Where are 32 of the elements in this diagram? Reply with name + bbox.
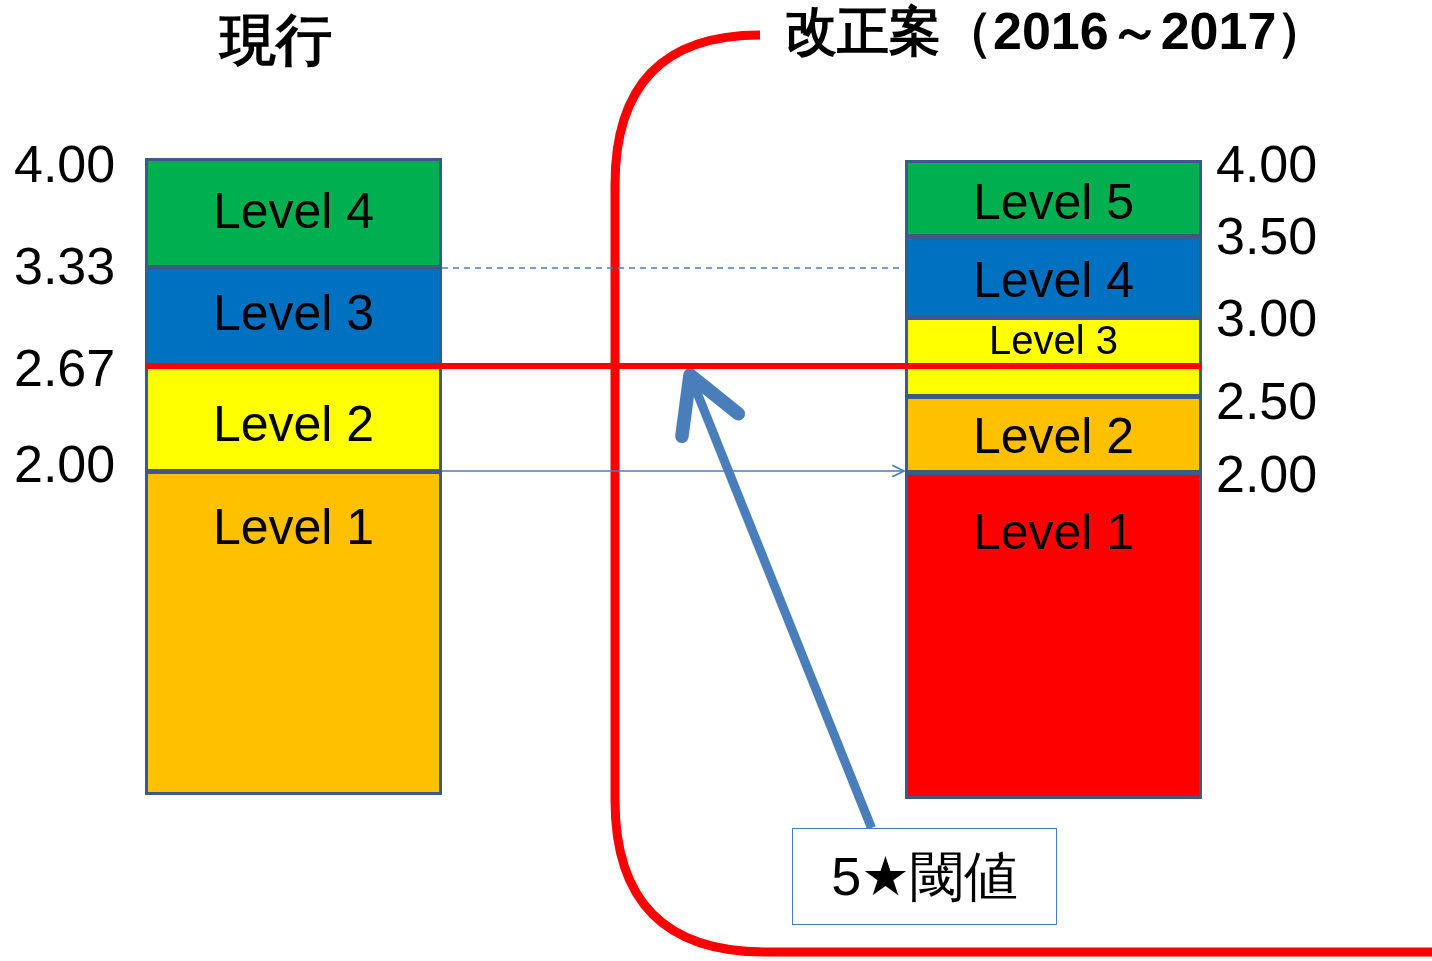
column-title: 改正案（2016～2017） [785,5,1329,57]
level-text: Level 2 [212,399,375,454]
arrow [441,464,905,478]
level-band [145,366,442,472]
level-band [905,317,1202,397]
level-text: Level 1 [972,507,1135,562]
level-text: Level 2 [972,411,1135,466]
scale-value: 2.00 [1216,448,1318,500]
level-text: Level 3 [212,288,375,343]
scale-value: 2.67 [14,342,116,394]
level-band [145,471,442,795]
level-text: Level 4 [212,186,375,241]
pointer-arrow [675,368,876,830]
column-title: 現行 [220,12,332,68]
level-band [905,396,1202,473]
scale-value: 3.33 [14,240,116,292]
level-text: 5★閾値 [831,849,1018,908]
level-band [905,160,1202,237]
level-text: Level 1 [212,502,375,557]
scale-value: 4.00 [1216,138,1318,190]
scale-value: 3.00 [1216,292,1318,344]
level-text: Level 4 [972,255,1135,310]
scale-value: 2.00 [14,438,116,490]
level-text: Level 3 [989,320,1118,364]
scale-value: 2.50 [1216,375,1318,427]
level-band [905,236,1202,318]
level-band [905,472,1202,799]
level-text: Level 5 [972,177,1135,232]
threshold-label-box [792,828,1057,925]
scale-value: 3.50 [1216,210,1318,262]
level-band [145,158,442,268]
scale-value: 4.00 [14,138,116,190]
